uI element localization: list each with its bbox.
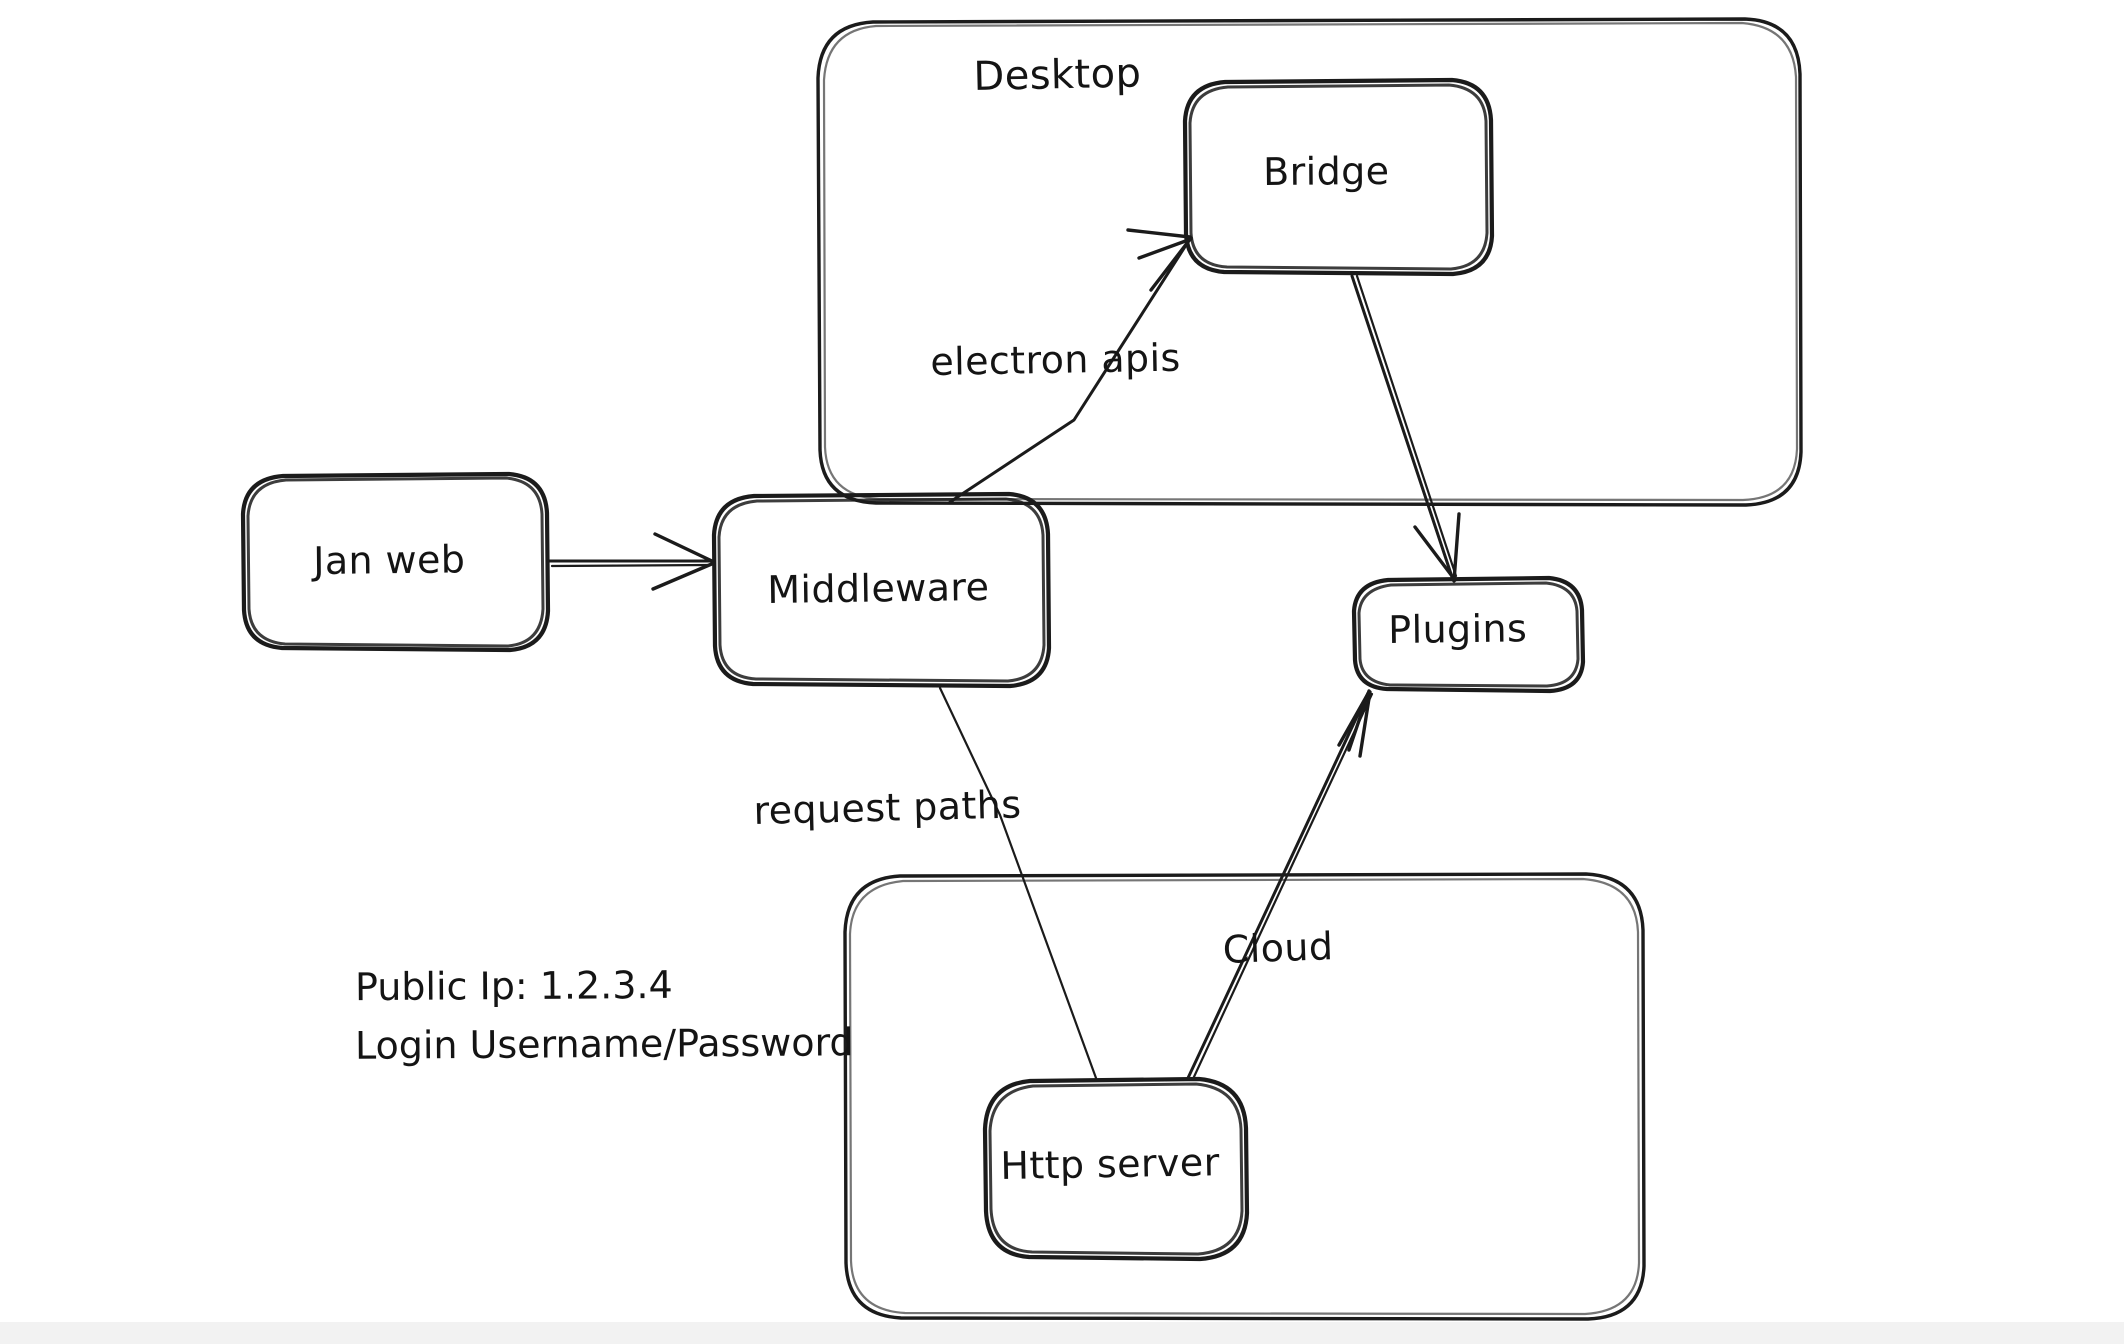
node-plugins-box[interactable] [1351, 575, 1586, 694]
edge-http-server-to-plugins [1186, 689, 1374, 1081]
edge-middleware-to-bridge [948, 228, 1193, 504]
node-label-http-server: Http server [1000, 1140, 1221, 1188]
bottom-edge-strip [0, 1322, 2124, 1344]
node-label-bridge: Bridge [1263, 148, 1390, 194]
node-label-jan-web: Jan web [313, 537, 466, 583]
note-login-credentials: Login Username/Password [354, 1020, 854, 1068]
edge-jan-web-to-middleware [547, 532, 716, 591]
group-desktop-container [816, 17, 1803, 507]
node-middleware-box[interactable] [711, 491, 1052, 689]
edge-bridge-to-plugins [1350, 274, 1461, 583]
node-jan-web-box[interactable] [240, 471, 551, 653]
group-label-desktop: Desktop [973, 50, 1142, 100]
group-cloud-container [843, 872, 1646, 1321]
edge-label-cloud: Cloud [1222, 924, 1335, 972]
edge-http-server-to-middleware [938, 686, 1098, 1080]
edge-label-request-paths: request paths [753, 782, 1022, 833]
node-label-plugins: Plugins [1388, 606, 1528, 652]
node-bridge-box[interactable] [1182, 77, 1495, 277]
note-public-ip: Public Ip: 1.2.3.4 [354, 962, 673, 1010]
node-http-server-box[interactable] [982, 1076, 1250, 1262]
node-label-middleware: Middleware [767, 564, 990, 612]
edge-label-electron-apis: electron apis [930, 335, 1182, 384]
